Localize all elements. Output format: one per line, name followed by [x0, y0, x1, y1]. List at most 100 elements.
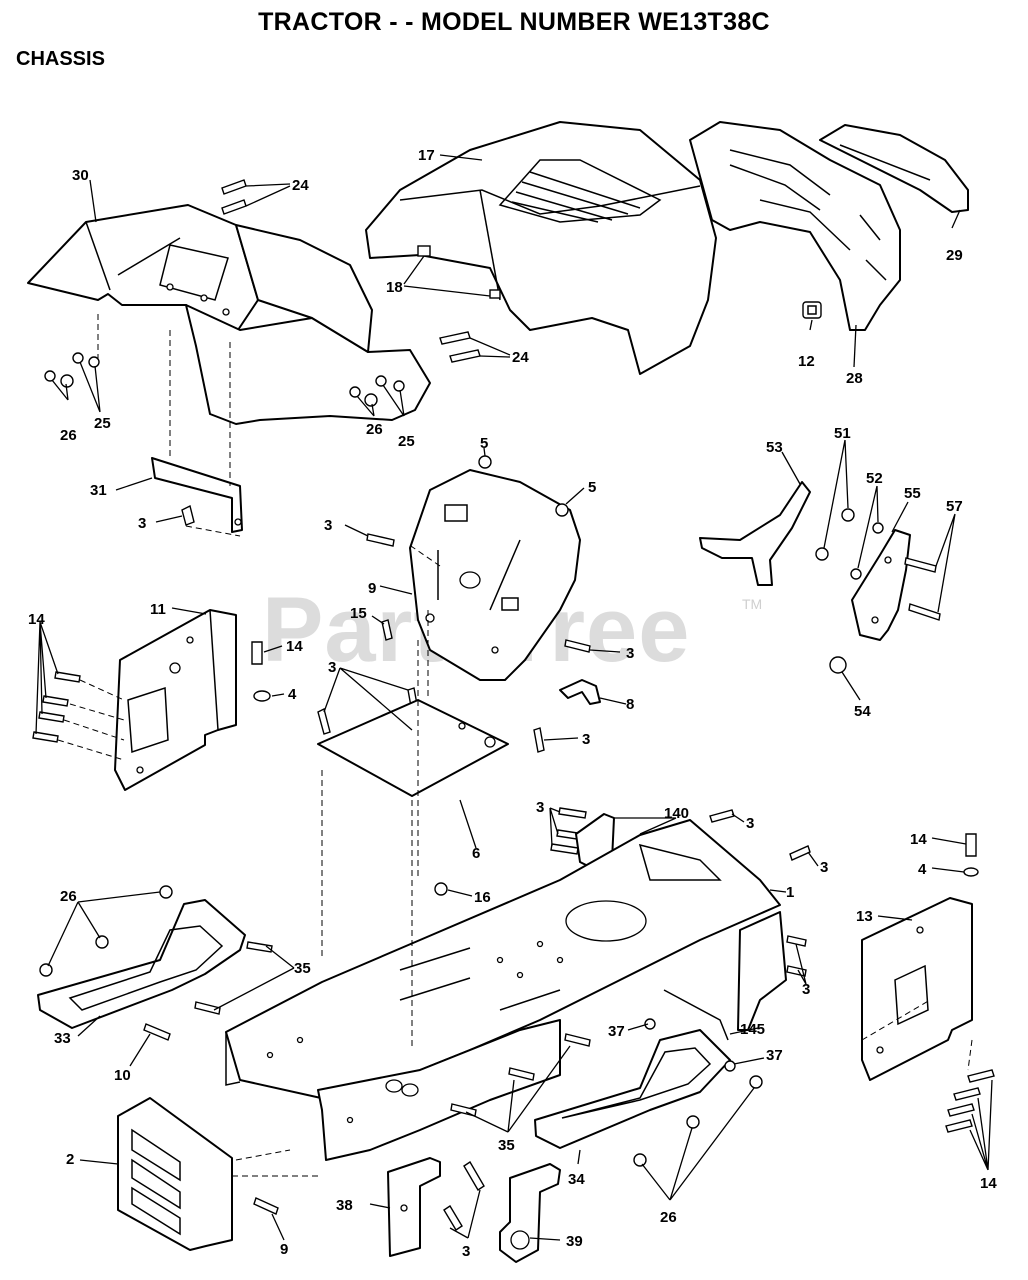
callout-37: 37	[766, 1047, 783, 1064]
callout-4: 4	[918, 861, 927, 878]
callout-3: 3	[820, 859, 828, 876]
callout-30: 30	[72, 167, 89, 184]
bolt-part-10[interactable]	[143, 1023, 171, 1041]
footrest-part-34[interactable]	[534, 1029, 731, 1149]
grille-part-28[interactable]	[689, 121, 901, 331]
callout-8: 8	[626, 696, 634, 713]
section-label: CHASSIS	[16, 48, 105, 70]
bolt-part-14-left[interactable]	[32, 671, 81, 743]
bolt-part-14-right[interactable]	[945, 1069, 995, 1133]
hood-part-17[interactable]	[365, 121, 717, 375]
callout-12: 12	[798, 353, 815, 370]
side-panel-part-13[interactable]	[861, 897, 973, 1081]
bracket-part-53[interactable]	[699, 481, 811, 586]
watermark-trademark: TM	[742, 596, 763, 612]
callout-53: 53	[766, 439, 783, 456]
callout-5: 5	[588, 479, 596, 496]
plate-part-6[interactable]	[317, 699, 509, 797]
nut-part-5[interactable]	[478, 455, 569, 517]
bolt-part-57[interactable]	[904, 557, 941, 621]
callout-52: 52	[866, 470, 883, 487]
bolt-part-14-mid[interactable]	[251, 641, 263, 665]
callout-3: 3	[462, 1243, 470, 1260]
grille-insert-part-29[interactable]	[819, 124, 969, 213]
callout-3: 3	[536, 799, 544, 816]
dash-panel-part-9[interactable]	[409, 469, 581, 681]
callout-145: 145	[740, 1021, 765, 1038]
callout-3: 3	[138, 515, 146, 532]
leader-lines	[35, 154, 993, 1241]
callout-26: 26	[660, 1209, 677, 1226]
callout-9: 9	[280, 1241, 288, 1258]
callout-4: 4	[288, 686, 297, 703]
clip-part-8[interactable]	[559, 679, 601, 705]
callout-39: 39	[566, 1233, 583, 1250]
callout-labels: 17 30 24 24 18 12 28 29 26 25 26 25 31 3…	[28, 147, 997, 1260]
nut-part-26-right[interactable]	[633, 1075, 763, 1167]
callout-24: 24	[512, 349, 529, 366]
bracket-part-39[interactable]	[499, 1163, 561, 1263]
clip-part-54[interactable]	[829, 656, 847, 674]
footrest-part-33[interactable]	[37, 899, 246, 1029]
bolt-part-35-left[interactable]	[194, 941, 273, 1015]
washer-part-4[interactable]	[253, 690, 271, 702]
callout-54: 54	[854, 703, 871, 720]
callout-16: 16	[474, 889, 491, 906]
bracket-part-38[interactable]	[387, 1157, 441, 1257]
callout-37: 37	[608, 1023, 625, 1040]
washer-part-4-right[interactable]	[963, 867, 979, 877]
callout-25: 25	[94, 415, 111, 432]
callout-26: 26	[60, 427, 77, 444]
main-frame-part-1[interactable]	[225, 819, 781, 1161]
callout-14: 14	[910, 831, 927, 848]
bracket-part-55[interactable]	[851, 529, 911, 641]
callout-3: 3	[746, 815, 754, 832]
callout-24: 24	[292, 177, 309, 194]
callout-33: 33	[54, 1030, 71, 1047]
callout-15: 15	[350, 605, 367, 622]
callout-31: 31	[90, 482, 107, 499]
clip-part-12[interactable]	[802, 301, 822, 319]
bolt-part-24-upper[interactable]	[221, 179, 247, 215]
side-panel-part-11[interactable]	[114, 609, 237, 791]
front-plate-part-2[interactable]	[117, 1097, 233, 1251]
washer-nut-part-25-26-left[interactable]	[44, 352, 100, 388]
callout-3: 3	[328, 659, 336, 676]
callout-35: 35	[498, 1137, 515, 1154]
callout-3: 3	[802, 981, 810, 998]
nut-part-16[interactable]	[434, 882, 448, 896]
callout-14: 14	[286, 638, 303, 655]
diagram-title: TRACTOR - - MODEL NUMBER WE13T38C	[258, 8, 770, 36]
callout-26: 26	[366, 421, 383, 438]
rod-part-145[interactable]	[663, 989, 729, 1041]
callout-28: 28	[846, 370, 863, 387]
callout-3: 3	[324, 517, 332, 534]
assembly-lines	[57, 314, 973, 1177]
callout-2: 2	[66, 1151, 74, 1168]
bolt-part-9[interactable]	[253, 1197, 279, 1215]
front-bracket[interactable]	[737, 911, 787, 1031]
callout-1: 1	[786, 884, 794, 901]
callout-14: 14	[980, 1175, 997, 1192]
nut-part-26-left[interactable]	[39, 885, 173, 977]
screw-part-15[interactable]	[381, 619, 393, 641]
bracket-part-31[interactable]	[151, 457, 243, 533]
nut-part-37[interactable]	[644, 1018, 736, 1072]
bolt-part-14-right-top[interactable]	[965, 833, 977, 857]
callout-18: 18	[386, 279, 403, 296]
callout-3: 3	[582, 731, 590, 748]
bolt-part-24-lower[interactable]	[439, 331, 481, 363]
callout-51: 51	[834, 425, 851, 442]
callout-29: 29	[946, 247, 963, 264]
washer-part-52[interactable]	[850, 522, 884, 580]
bolt-part-35-center[interactable]	[450, 1033, 591, 1117]
callout-6: 6	[472, 845, 480, 862]
callout-35: 35	[294, 960, 311, 977]
washer-nut-part-25-26-right[interactable]	[349, 375, 405, 407]
callout-34: 34	[568, 1171, 585, 1188]
callout-14: 14	[28, 611, 45, 628]
callout-17: 17	[418, 147, 435, 164]
callout-13: 13	[856, 908, 873, 925]
nut-part-51[interactable]	[815, 508, 855, 561]
